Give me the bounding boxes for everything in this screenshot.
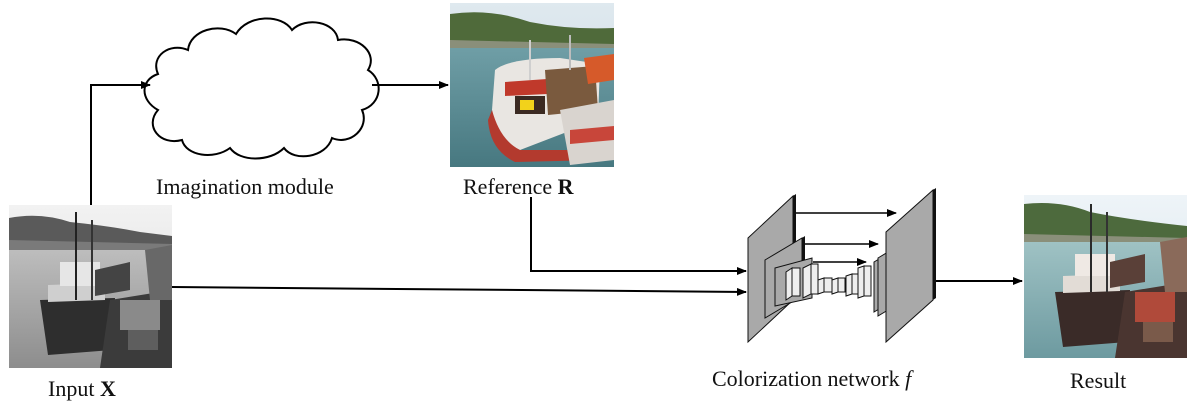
label-imagination-text: Imagination module	[156, 174, 334, 199]
label-network-var: f	[905, 366, 912, 391]
label-network-text: Colorization network	[712, 366, 906, 391]
label-result-text: Result	[1070, 368, 1127, 393]
reference-image	[450, 3, 614, 167]
label-reference-text: Reference	[463, 174, 558, 199]
label-input-var: X	[99, 376, 116, 401]
label-input: Input X	[48, 376, 116, 402]
label-input-text: Input	[48, 376, 100, 401]
arrow-input-to-network	[171, 286, 747, 296]
label-colorization-network: Colorization network f	[712, 366, 911, 392]
network-decoder-layer-1	[885, 188, 936, 344]
arrow-reference-to-network	[530, 197, 747, 275]
result-image	[1024, 195, 1187, 358]
arrow-input-to-imagination	[90, 81, 151, 205]
label-reference-var: R	[557, 174, 574, 199]
label-imagination-module: Imagination module	[156, 174, 334, 200]
network-bottleneck-blocks	[785, 263, 872, 301]
label-reference: Reference R	[463, 174, 574, 200]
label-result: Result	[1070, 368, 1126, 394]
colorization-network	[747, 188, 936, 344]
imagination-cloud-shape	[143, 17, 380, 160]
input-image	[9, 205, 172, 368]
